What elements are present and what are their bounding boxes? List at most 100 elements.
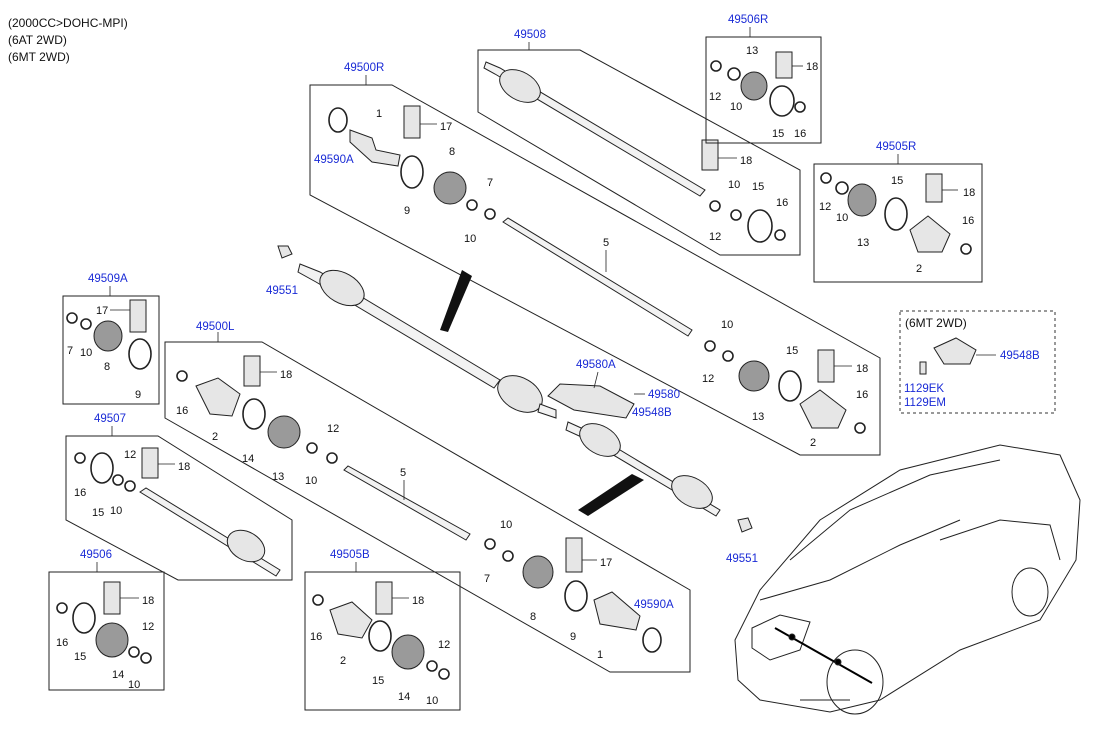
code-49500L[interactable]: 49500L xyxy=(196,321,235,333)
condition-engine: (2000CC>DOHC-MPI) xyxy=(8,16,128,30)
label-18: 18 xyxy=(412,595,424,607)
code-49500R[interactable]: 49500R xyxy=(344,62,384,74)
condition-6at: (6AT 2WD) xyxy=(8,33,67,47)
joint-1 xyxy=(349,129,401,167)
code-49590A-top[interactable]: 49590A xyxy=(314,154,354,166)
grease-tube-18a xyxy=(701,139,719,171)
code-49507[interactable]: 49507 xyxy=(94,413,126,425)
group-49507: 49507 16 15 10 12 18 xyxy=(65,413,293,581)
code-49506[interactable]: 49506 xyxy=(80,549,112,561)
group-49506: 49506 16 15 18 14 10 12 xyxy=(48,549,165,691)
code-49590A-bot[interactable]: 49590A xyxy=(634,599,674,611)
label-17: 17 xyxy=(440,121,452,133)
label-15: 15 xyxy=(92,507,104,519)
label-15: 15 xyxy=(372,675,384,687)
code-49551-bot[interactable]: 49551 xyxy=(726,553,758,565)
code-1129EK[interactable]: 1129EK xyxy=(904,383,944,395)
label-7: 7 xyxy=(67,345,73,357)
label-9: 9 xyxy=(135,389,141,401)
label-8: 8 xyxy=(104,361,110,373)
label-18: 18 xyxy=(178,461,190,473)
code-49580A[interactable]: 49580A xyxy=(576,359,616,371)
label-16: 16 xyxy=(56,637,68,649)
label-2: 2 xyxy=(340,655,346,667)
label-13: 13 xyxy=(857,237,869,249)
label-15: 15 xyxy=(74,651,86,663)
clip-16 xyxy=(774,229,786,241)
group-49500R: 49500R 49590A 1 17 9 8 10 7 5 12 10 13 1… xyxy=(309,62,881,456)
label-9: 9 xyxy=(570,631,576,643)
bracket-49548B xyxy=(933,337,977,365)
clip-12 xyxy=(709,200,721,212)
nut-49551-bot xyxy=(737,517,753,533)
box-49500R xyxy=(309,84,881,456)
box-49505B xyxy=(304,571,461,711)
label-16: 16 xyxy=(794,128,806,140)
code-49505R[interactable]: 49505R xyxy=(876,141,916,153)
label-1: 1 xyxy=(597,649,603,661)
label-12: 12 xyxy=(327,423,339,435)
condition-6mt: (6MT 2WD) xyxy=(8,50,70,64)
label-12: 12 xyxy=(702,373,714,385)
code-49548B-right[interactable]: 49548B xyxy=(1000,350,1040,362)
label-10: 10 xyxy=(721,319,733,331)
label-2: 2 xyxy=(810,437,816,449)
label-8: 8 xyxy=(449,146,455,158)
label-12: 12 xyxy=(438,639,450,651)
label-15: 15 xyxy=(752,181,764,193)
grease-tube-18 xyxy=(775,51,793,79)
code-49580[interactable]: 49580 xyxy=(648,389,680,401)
label-17: 17 xyxy=(600,557,612,569)
label-16: 16 xyxy=(310,631,322,643)
group-49500L: 49500L 16 2 18 14 13 10 12 5 7 10 8 17 9… xyxy=(164,321,691,673)
label-1: 1 xyxy=(376,108,382,120)
band-15 xyxy=(747,209,773,243)
label-10: 10 xyxy=(464,233,476,245)
label-15: 15 xyxy=(772,128,784,140)
code-49509A[interactable]: 49509A xyxy=(88,273,128,285)
group-49508: 49508 18 12 10 15 16 xyxy=(477,29,801,256)
box-49506R xyxy=(705,36,822,144)
label-13: 13 xyxy=(272,471,284,483)
main-assembly: 49551 49580A 49580 49548B 49551 xyxy=(266,245,758,565)
vehicle-illustration xyxy=(734,444,1081,715)
label-5: 5 xyxy=(400,467,406,479)
box-49507 xyxy=(65,435,293,581)
boot-49508 xyxy=(499,69,541,103)
label-16: 16 xyxy=(776,197,788,209)
inset-title: (6MT 2WD) xyxy=(905,316,967,330)
code-49508[interactable]: 49508 xyxy=(514,29,546,41)
label-13: 13 xyxy=(752,411,764,423)
label-18: 18 xyxy=(280,369,292,381)
label-14: 14 xyxy=(398,691,410,703)
label-16: 16 xyxy=(74,487,86,499)
label-12: 12 xyxy=(709,91,721,103)
label-10: 10 xyxy=(128,679,140,691)
code-1129EM[interactable]: 1129EM xyxy=(904,397,946,409)
label-10: 10 xyxy=(730,101,742,113)
code-49551-top[interactable]: 49551 xyxy=(266,285,298,297)
code-49506R[interactable]: 49506R xyxy=(728,14,768,26)
label-16: 16 xyxy=(856,389,868,401)
label-13: 13 xyxy=(746,45,758,57)
label-16: 16 xyxy=(962,215,974,227)
label-10: 10 xyxy=(305,475,317,487)
label-8: 8 xyxy=(530,611,536,623)
label-7: 7 xyxy=(484,573,490,585)
label-10: 10 xyxy=(110,505,122,517)
code-49548B-mid[interactable]: 49548B xyxy=(632,407,672,419)
code-49505B[interactable]: 49505B xyxy=(330,549,370,561)
box-49506 xyxy=(48,571,165,691)
label-18: 18 xyxy=(806,61,818,73)
label-9: 9 xyxy=(404,205,410,217)
inset-box xyxy=(899,310,1056,414)
box-49509A xyxy=(62,295,160,405)
label-10: 10 xyxy=(836,212,848,224)
label-2: 2 xyxy=(212,431,218,443)
clip-10 xyxy=(730,209,742,221)
boot-13 xyxy=(740,71,768,101)
nut-49551-top xyxy=(277,245,293,259)
group-49509A: 49509A 7 10 8 17 9 xyxy=(62,273,160,405)
